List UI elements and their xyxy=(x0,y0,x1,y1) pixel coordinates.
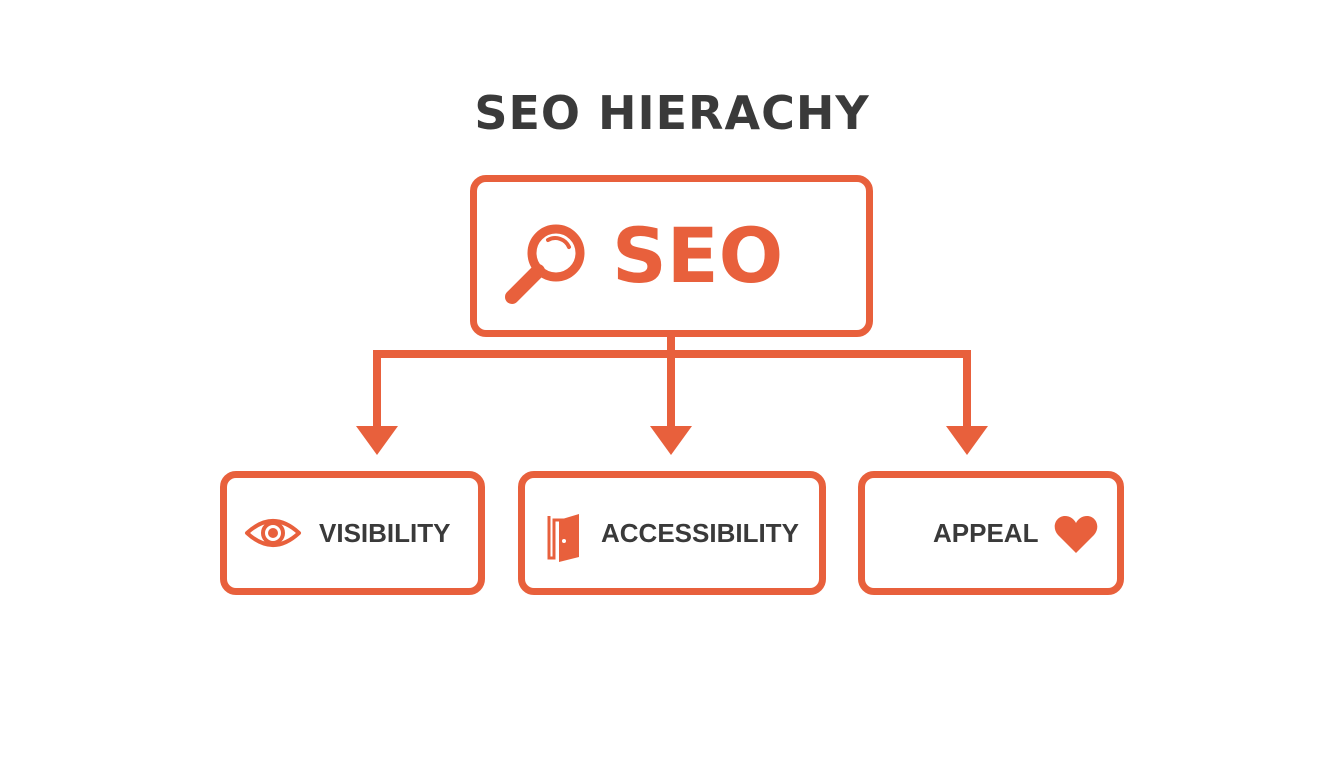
heart-icon xyxy=(1054,516,1098,553)
root-node-label: SEO xyxy=(612,211,784,300)
child-label-accessibility: ACCESSIBILITY xyxy=(601,518,799,548)
diagram-title: SEO HIERACHY xyxy=(474,86,870,140)
door-icon xyxy=(547,514,579,562)
child-label-appeal: APPEAL xyxy=(933,518,1039,548)
arrowhead-appeal xyxy=(946,426,988,455)
arrowhead-accessibility xyxy=(650,426,692,455)
eye-icon xyxy=(245,519,301,547)
child-label-visibility: VISIBILITY xyxy=(319,518,451,548)
root-node-box xyxy=(470,175,873,337)
magnifying-glass-icon xyxy=(505,224,585,304)
arrowhead-visibility xyxy=(356,426,398,455)
